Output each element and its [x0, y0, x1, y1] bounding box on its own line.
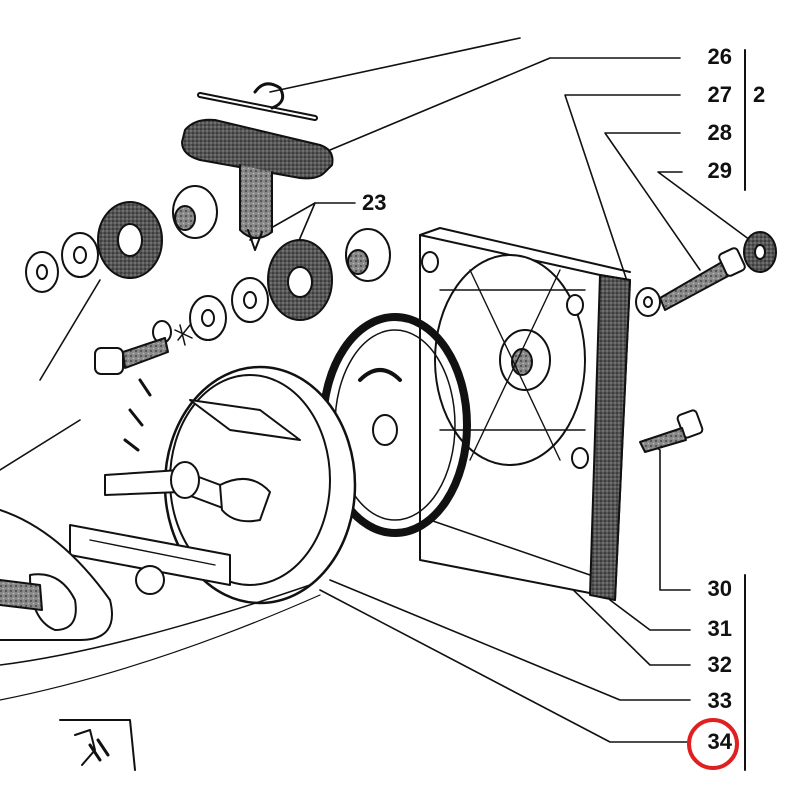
leader-34 [319, 589, 691, 743]
label-group-2: 2 [753, 82, 766, 107]
leader-lines [0, 37, 751, 743]
leader-33 [329, 579, 691, 701]
label-28: 28 [707, 120, 732, 145]
label-29: 29 [707, 158, 732, 183]
leader-30 [644, 439, 691, 591]
pawl-assembly [69, 461, 271, 595]
middle-pulley [152, 228, 391, 346]
leader-misc-2 [0, 419, 81, 471]
starter-handle [181, 118, 334, 251]
left-bolt [94, 337, 169, 375]
housing-bolt [635, 231, 777, 317]
label-23: 23 [362, 190, 387, 215]
starter-housing [419, 227, 631, 601]
leader-26b [269, 37, 521, 93]
pin-part [197, 82, 318, 121]
label-31: 31 [707, 616, 732, 641]
leader-31 [609, 599, 691, 631]
highlight-ring-34 [687, 718, 739, 770]
label-26: 26 [707, 44, 732, 69]
label-32: 32 [707, 652, 732, 677]
label-27: 27 [707, 82, 732, 107]
upper-pulley-row [25, 185, 218, 293]
leader-27 [564, 94, 681, 291]
label-33: 33 [707, 688, 732, 713]
screw-30 [639, 409, 704, 453]
leader-28 [604, 132, 701, 271]
label-30: 30 [707, 576, 732, 601]
cover-fragment [0, 509, 321, 771]
leader-misc-1 [39, 279, 101, 381]
leader-29 [657, 171, 751, 241]
